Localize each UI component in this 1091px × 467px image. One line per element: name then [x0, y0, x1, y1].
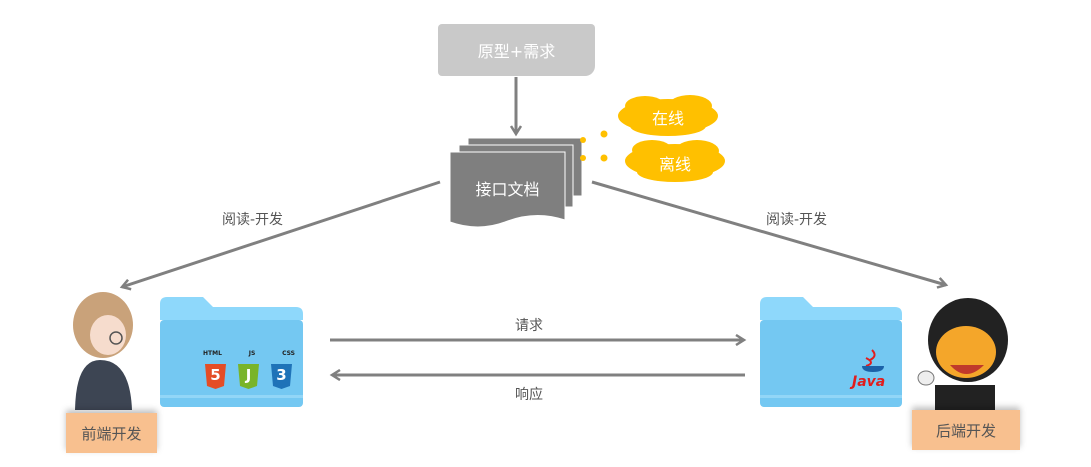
read-dev-left-label: 阅读-开发 — [222, 212, 284, 228]
frontend-role-box: 前端开发 — [66, 413, 157, 453]
arrow-doc-to-frontend — [122, 180, 441, 287]
frontend-role-label: 前端开发 — [81, 424, 142, 443]
response-label: 响应 — [515, 387, 543, 403]
frontend-folder — [160, 297, 303, 407]
js-glyph: J — [245, 366, 252, 384]
html5-icon — [205, 364, 226, 389]
read-dev-right-label: 阅读-开发 — [766, 212, 828, 228]
backend-folder — [760, 297, 902, 407]
css-badge-label: CSS — [282, 350, 295, 357]
frontend-badges: HTML JS CSS — [203, 350, 295, 357]
cloud-offline — [625, 140, 725, 182]
html-badge-label: HTML — [203, 350, 222, 357]
prototype-requirements-label: 原型+需求 — [477, 42, 556, 61]
cloud-online — [618, 95, 718, 136]
prototype-requirements-box: 原型+需求 — [438, 24, 595, 76]
cloud-offline-label: 离线 — [658, 155, 691, 174]
document-stack — [449, 137, 583, 228]
css3-icon — [271, 364, 292, 389]
css3-glyph: 3 — [276, 366, 287, 384]
js-badge-label: JS — [248, 350, 256, 357]
frontend-avatar — [73, 292, 133, 410]
js-icon — [238, 364, 259, 389]
backend-role-label: 后端开发 — [935, 421, 996, 440]
api-document-label: 接口文档 — [475, 180, 540, 199]
java-cup-icon — [862, 366, 884, 372]
arrow-doc-to-backend — [591, 180, 946, 285]
backend-role-box: 后端开发 — [912, 410, 1020, 450]
cloud-dots — [580, 130, 608, 162]
frontend-badge-glyphs: 5 J 3 — [205, 366, 292, 384]
html5-glyph: 5 — [210, 366, 221, 384]
java-steam-icon — [865, 349, 876, 367]
java-logo-text: Java — [852, 374, 886, 390]
cloud-online-label: 在线 — [651, 109, 684, 128]
request-label: 请求 — [515, 318, 543, 334]
backend-avatar — [917, 298, 1008, 410]
